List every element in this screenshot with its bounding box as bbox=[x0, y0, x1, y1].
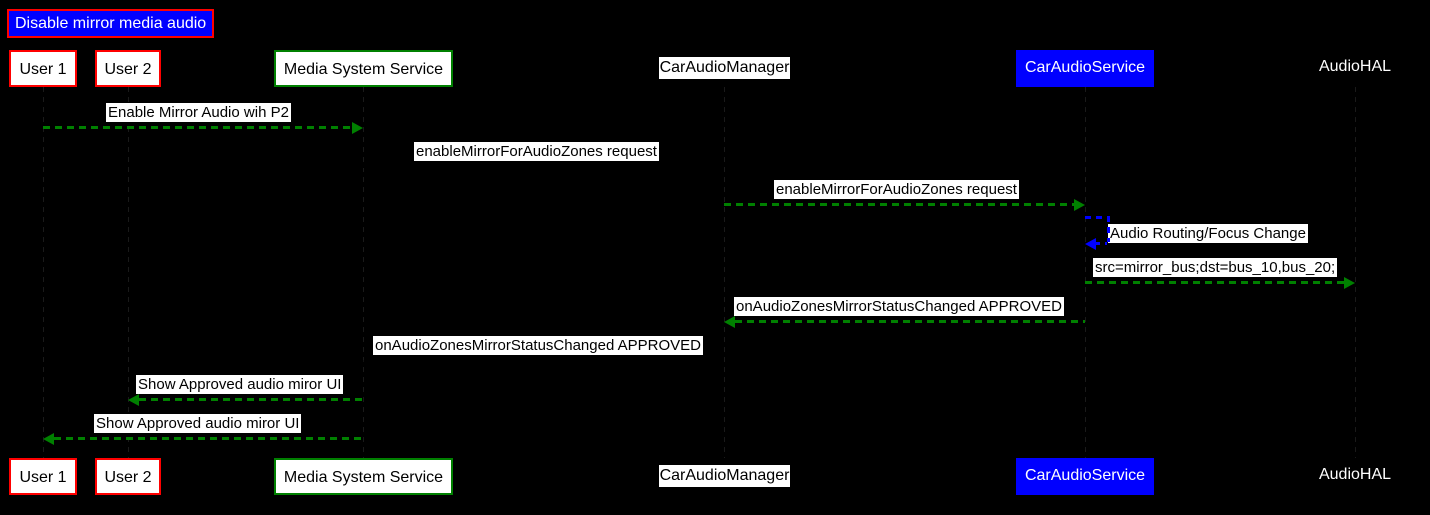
message-arrowhead-2 bbox=[1074, 199, 1085, 211]
lifeline-user1 bbox=[43, 87, 44, 458]
message-arrow-line-8 bbox=[54, 437, 363, 440]
message-label-7: Show Approved audio miror UI bbox=[136, 375, 344, 394]
participant-label: User 2 bbox=[104, 61, 152, 78]
participant-label: User 1 bbox=[19, 469, 67, 486]
self-message-arrowhead bbox=[1085, 238, 1096, 250]
participant-label: AudioHAL bbox=[1318, 466, 1392, 483]
participant-label: CarAudioService bbox=[1024, 59, 1146, 76]
message-arrow-line-5 bbox=[735, 320, 1085, 323]
participant-cas-footer[interactable]: CarAudioService bbox=[1016, 458, 1154, 495]
participant-label: CarAudioService bbox=[1024, 467, 1146, 484]
message-arrowhead-1 bbox=[713, 161, 724, 173]
message-label-6: onAudioZonesMirrorStatusChanged APPROVED bbox=[373, 336, 704, 355]
participant-hal-footer[interactable]: AudioHAL bbox=[1307, 464, 1403, 486]
message-arrow-line-2 bbox=[724, 203, 1074, 206]
message-label-3: Audio Routing/Focus Change bbox=[1108, 224, 1308, 243]
message-label-1: enableMirrorForAudioZones request bbox=[414, 142, 659, 161]
message-arrowhead-8 bbox=[43, 433, 54, 445]
message-arrow-line-6 bbox=[374, 359, 724, 362]
participant-label: AudioHAL bbox=[1318, 58, 1392, 75]
self-message-vertical-segment bbox=[1107, 216, 1110, 242]
participant-mss-footer[interactable]: Media System Service bbox=[274, 458, 453, 495]
diagram-title: Disable mirror media audio bbox=[7, 9, 215, 38]
message-arrowhead-6 bbox=[363, 355, 374, 367]
participant-label: Media System Service bbox=[283, 61, 444, 78]
self-message-top-segment bbox=[1085, 216, 1107, 219]
participant-label: User 2 bbox=[104, 469, 152, 486]
message-arrowhead-0 bbox=[352, 122, 363, 134]
message-label-4: src=mirror_bus;dst=bus_10,bus_20; bbox=[1093, 258, 1338, 277]
message-arrow-line-0 bbox=[43, 126, 352, 129]
lifeline-cam bbox=[724, 87, 725, 458]
message-label-2: enableMirrorForAudioZones request bbox=[774, 180, 1019, 199]
self-message-bottom-segment bbox=[1094, 242, 1107, 245]
participant-hal-header[interactable]: AudioHAL bbox=[1307, 56, 1403, 78]
participant-label: User 1 bbox=[19, 61, 67, 78]
message-arrow-line-1 bbox=[363, 165, 713, 168]
participant-label: CarAudioManager bbox=[659, 59, 790, 76]
participant-mss-header[interactable]: Media System Service bbox=[274, 50, 453, 87]
lifeline-hal bbox=[1355, 87, 1356, 458]
participant-user1-footer[interactable]: User 1 bbox=[9, 458, 77, 495]
participant-user2-footer[interactable]: User 2 bbox=[95, 458, 161, 495]
lifeline-user2 bbox=[128, 87, 129, 458]
participant-cam-footer[interactable]: CarAudioManager bbox=[659, 465, 790, 487]
participant-cas-header[interactable]: CarAudioService bbox=[1016, 50, 1154, 87]
message-arrow-line-4 bbox=[1085, 281, 1344, 284]
message-label-8: Show Approved audio miror UI bbox=[94, 414, 302, 433]
message-arrowhead-4 bbox=[1344, 277, 1355, 289]
message-arrowhead-7 bbox=[128, 394, 139, 406]
participant-user1-header[interactable]: User 1 bbox=[9, 50, 77, 87]
participant-label: CarAudioManager bbox=[659, 467, 790, 484]
participant-label: Media System Service bbox=[283, 469, 444, 486]
participant-cam-header[interactable]: CarAudioManager bbox=[659, 57, 790, 79]
lifeline-mss bbox=[363, 87, 364, 458]
message-label-0: Enable Mirror Audio wih P2 bbox=[106, 103, 291, 122]
message-label-5: onAudioZonesMirrorStatusChanged APPROVED bbox=[734, 297, 1065, 316]
participant-user2-header[interactable]: User 2 bbox=[95, 50, 161, 87]
message-arrowhead-5 bbox=[724, 316, 735, 328]
lifeline-cas bbox=[1085, 87, 1086, 458]
message-arrow-line-7 bbox=[139, 398, 363, 401]
